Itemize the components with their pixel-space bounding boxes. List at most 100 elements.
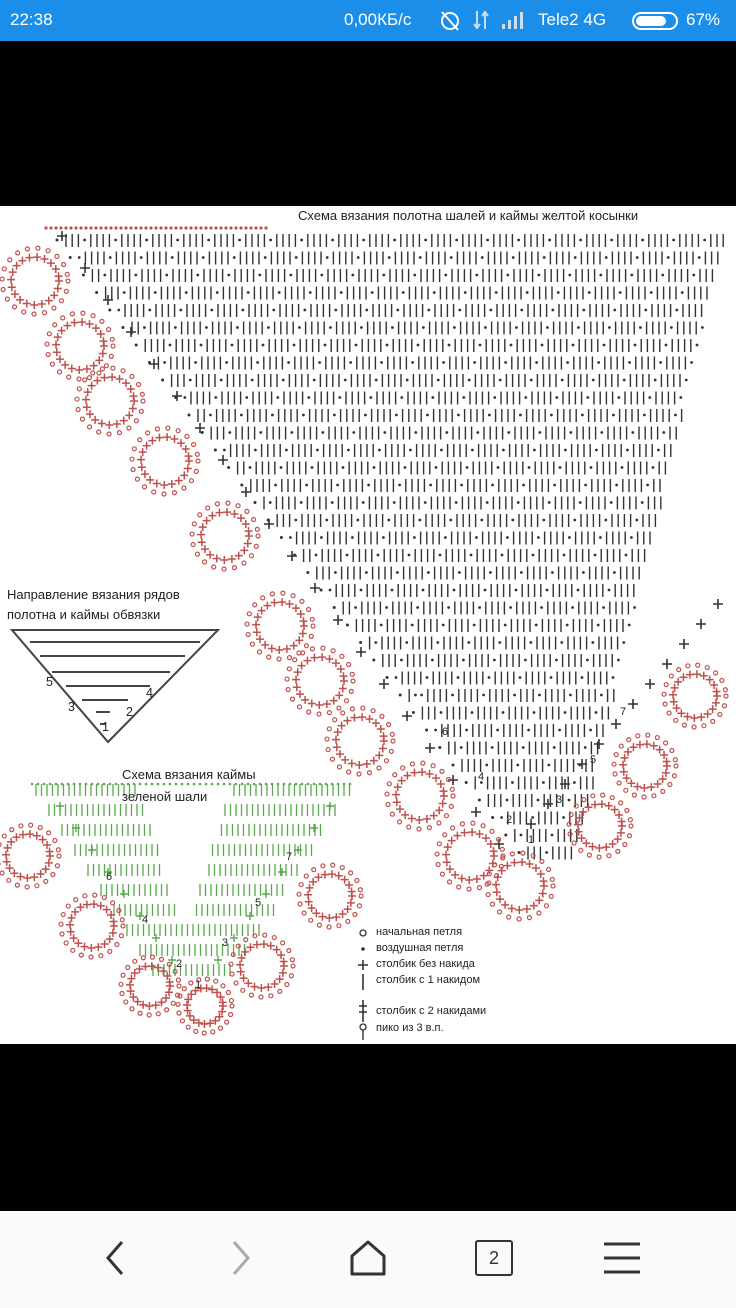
green-row-number: 4 bbox=[142, 914, 149, 926]
menu-button[interactable] bbox=[597, 1233, 647, 1283]
scallop-cross bbox=[52, 340, 61, 349]
green-chain bbox=[246, 782, 250, 786]
scallop-picot bbox=[110, 365, 116, 371]
scallop-picot bbox=[717, 711, 723, 718]
chain-stitch bbox=[604, 256, 608, 259]
scallop-picot bbox=[286, 666, 292, 672]
picot-dot bbox=[159, 226, 163, 230]
chain-stitch bbox=[452, 588, 456, 592]
scallop-picot bbox=[166, 961, 172, 967]
green-chain bbox=[96, 782, 100, 786]
scallop-cross bbox=[622, 774, 631, 783]
scallop-picot bbox=[139, 391, 145, 397]
chain-stitch bbox=[458, 308, 462, 312]
scallop-picot bbox=[600, 792, 606, 798]
picot-dot bbox=[134, 226, 138, 230]
chain-stitch bbox=[447, 343, 451, 347]
chain-stitch bbox=[591, 378, 595, 382]
scallop-picot bbox=[673, 717, 679, 723]
chain-stitch bbox=[617, 396, 621, 399]
scallop-cross bbox=[355, 760, 364, 769]
chain-stitch bbox=[679, 396, 683, 399]
scallop-cross bbox=[422, 814, 431, 823]
chain-stitch bbox=[664, 343, 668, 347]
edge-cross bbox=[310, 583, 320, 593]
scallop-picot bbox=[52, 837, 58, 844]
chain-stitch bbox=[439, 711, 443, 714]
chain-stitch bbox=[460, 483, 463, 487]
scallop-picot bbox=[1, 833, 7, 839]
tabs-button[interactable]: 2 bbox=[469, 1233, 519, 1283]
scallop-cross bbox=[253, 613, 262, 622]
scallop-cross bbox=[215, 1012, 224, 1021]
chain-stitch bbox=[586, 396, 590, 399]
scallop-cross bbox=[70, 318, 79, 327]
scallop-cross bbox=[198, 523, 207, 532]
scallop-picot bbox=[357, 887, 363, 893]
edge-chain bbox=[55, 238, 59, 242]
scallop-picot bbox=[120, 368, 126, 374]
crochet-diagram-image[interactable]: Схема вязания полотна шалей и каймы желт… bbox=[0, 206, 736, 1044]
green-chain bbox=[264, 782, 268, 786]
scallop-cross bbox=[379, 732, 388, 741]
scallop-cross bbox=[395, 805, 404, 814]
home-button[interactable] bbox=[343, 1233, 393, 1283]
scallop-cross bbox=[255, 635, 264, 644]
scallop-picot bbox=[246, 611, 252, 617]
scallop-cross bbox=[347, 759, 356, 768]
scallop-cross bbox=[299, 617, 308, 626]
chain-stitch bbox=[583, 746, 587, 749]
scallop-cross bbox=[243, 539, 252, 548]
scallop-cross bbox=[197, 538, 206, 547]
scallop-cross bbox=[250, 982, 259, 991]
picot-dot bbox=[139, 226, 143, 230]
chain-stitch bbox=[672, 238, 675, 242]
scallop-cross bbox=[501, 900, 510, 909]
back-button[interactable] bbox=[90, 1233, 140, 1283]
scallop-picot bbox=[103, 363, 110, 369]
scallop-cross bbox=[82, 403, 91, 412]
scallop-cross bbox=[22, 299, 31, 308]
edge-cross bbox=[594, 739, 604, 749]
chain-stitch bbox=[325, 256, 329, 259]
scallop-picot bbox=[231, 565, 238, 571]
scallop-cross bbox=[279, 957, 288, 966]
scallop-picot bbox=[107, 948, 113, 954]
chain-stitch bbox=[511, 781, 514, 784]
scallop-cross bbox=[460, 828, 469, 837]
scallop-cross bbox=[376, 725, 385, 734]
chain-stitch bbox=[692, 273, 696, 277]
scallop-picot bbox=[37, 824, 43, 831]
green-row-number: 1 bbox=[195, 979, 202, 991]
chain-stitch bbox=[228, 431, 232, 434]
scallop-picot bbox=[303, 873, 309, 879]
chain-stitch bbox=[360, 326, 363, 329]
scallop-cross bbox=[74, 939, 83, 948]
scallop-cross bbox=[55, 355, 64, 364]
forward-button[interactable] bbox=[216, 1233, 266, 1283]
scallop-cross bbox=[442, 850, 451, 859]
scallop-cross bbox=[45, 847, 54, 856]
scallop-cross bbox=[93, 376, 102, 385]
chain-stitch bbox=[465, 728, 468, 732]
scallop-picot bbox=[201, 1030, 207, 1036]
edge-chain bbox=[134, 343, 138, 347]
scallop-cross bbox=[53, 333, 62, 342]
green-chain bbox=[102, 782, 106, 786]
chain-stitch bbox=[485, 763, 489, 767]
scallop-picot bbox=[129, 1006, 135, 1012]
edge-chain bbox=[425, 728, 429, 732]
green-chain bbox=[228, 782, 232, 786]
scallop-cross bbox=[447, 836, 456, 845]
scallop-cross bbox=[457, 874, 466, 883]
row-number: 3 bbox=[556, 794, 563, 806]
scallop-cross bbox=[510, 858, 519, 867]
scallop-cross bbox=[218, 998, 227, 1007]
chain-stitch bbox=[382, 273, 386, 277]
green-chain bbox=[222, 782, 226, 786]
chain-stitch bbox=[467, 641, 471, 644]
scallop-cross bbox=[187, 990, 196, 999]
scallop-cross bbox=[82, 364, 91, 373]
chain-stitch bbox=[289, 536, 292, 539]
scallop-cross bbox=[486, 840, 495, 849]
